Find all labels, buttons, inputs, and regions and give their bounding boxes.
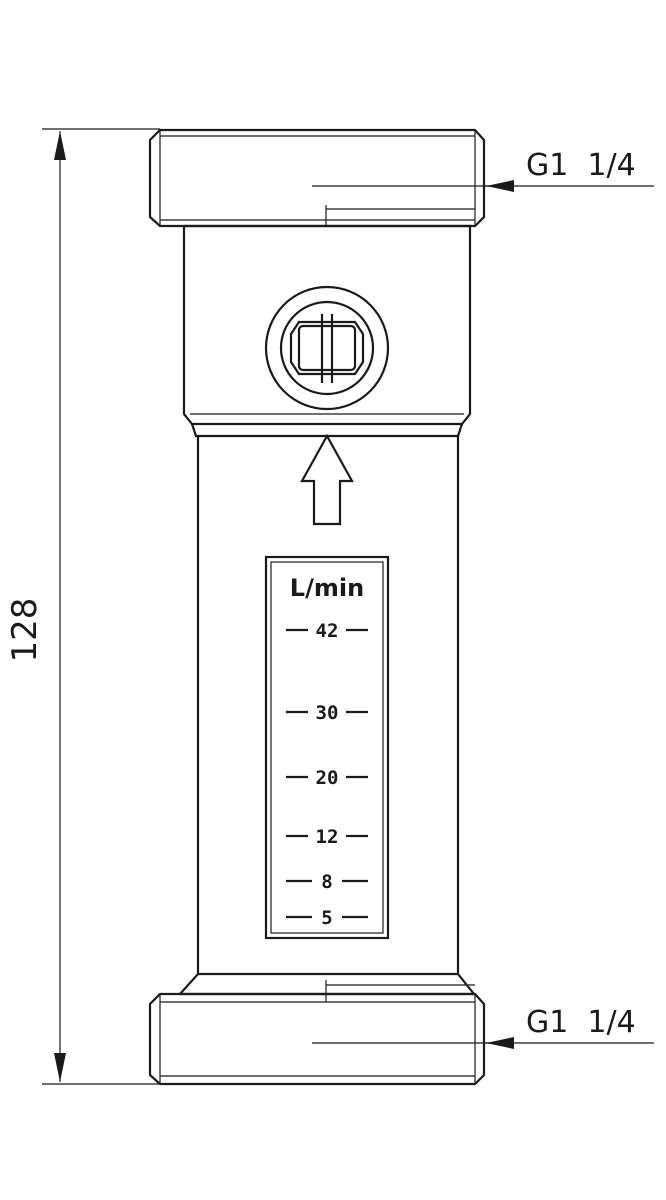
thread-label-top: G1 1/4 <box>526 148 636 183</box>
scale-window-frame <box>264 555 390 940</box>
scale-label: 5 <box>321 907 332 929</box>
leader-arrow-icon <box>486 180 514 192</box>
scale-mark-30: 30 <box>286 702 368 724</box>
knob-inner-ring <box>279 300 375 396</box>
dimension-arrow-top <box>54 131 66 160</box>
scale-label: 42 <box>316 620 339 642</box>
thread-callout-top: G1 1/4 <box>484 148 654 192</box>
top-fitting <box>148 128 492 228</box>
scale-mark-20: 20 <box>286 767 368 789</box>
flow-direction-arrow-icon <box>300 433 354 526</box>
dimension-value: 128 <box>5 598 45 663</box>
scale-label: 12 <box>316 826 339 848</box>
scale-window: L/min 42 30 20 12 8 5 <box>264 555 390 940</box>
scale-label: 8 <box>321 871 332 893</box>
bottom-nut <box>148 992 486 1086</box>
scale-mark-12: 12 <box>286 826 368 848</box>
thread-label-bottom: G1 1/4 <box>526 1005 636 1040</box>
leader-arrow-icon <box>486 1037 514 1049</box>
scale-label: 30 <box>316 702 339 724</box>
scale-unit: L/min <box>290 574 364 602</box>
knob-outer-ring <box>264 285 390 411</box>
upper-body <box>182 224 472 438</box>
top-nut <box>148 128 486 228</box>
scale-mark-8: 8 <box>286 871 368 893</box>
dimension-arrow-bottom <box>54 1053 66 1082</box>
scale-label: 20 <box>316 767 339 789</box>
scale-mark-5: 5 <box>286 907 368 929</box>
knob-hex <box>289 320 365 376</box>
overall-dimension: 128 <box>5 128 160 1085</box>
knob-socket <box>297 324 357 372</box>
adjustment-knob[interactable] <box>264 285 390 411</box>
bottom-fitting <box>148 980 492 1086</box>
thread-callout-bottom: G1 1/4 <box>484 1005 654 1049</box>
scale-mark-42: 42 <box>286 620 368 642</box>
